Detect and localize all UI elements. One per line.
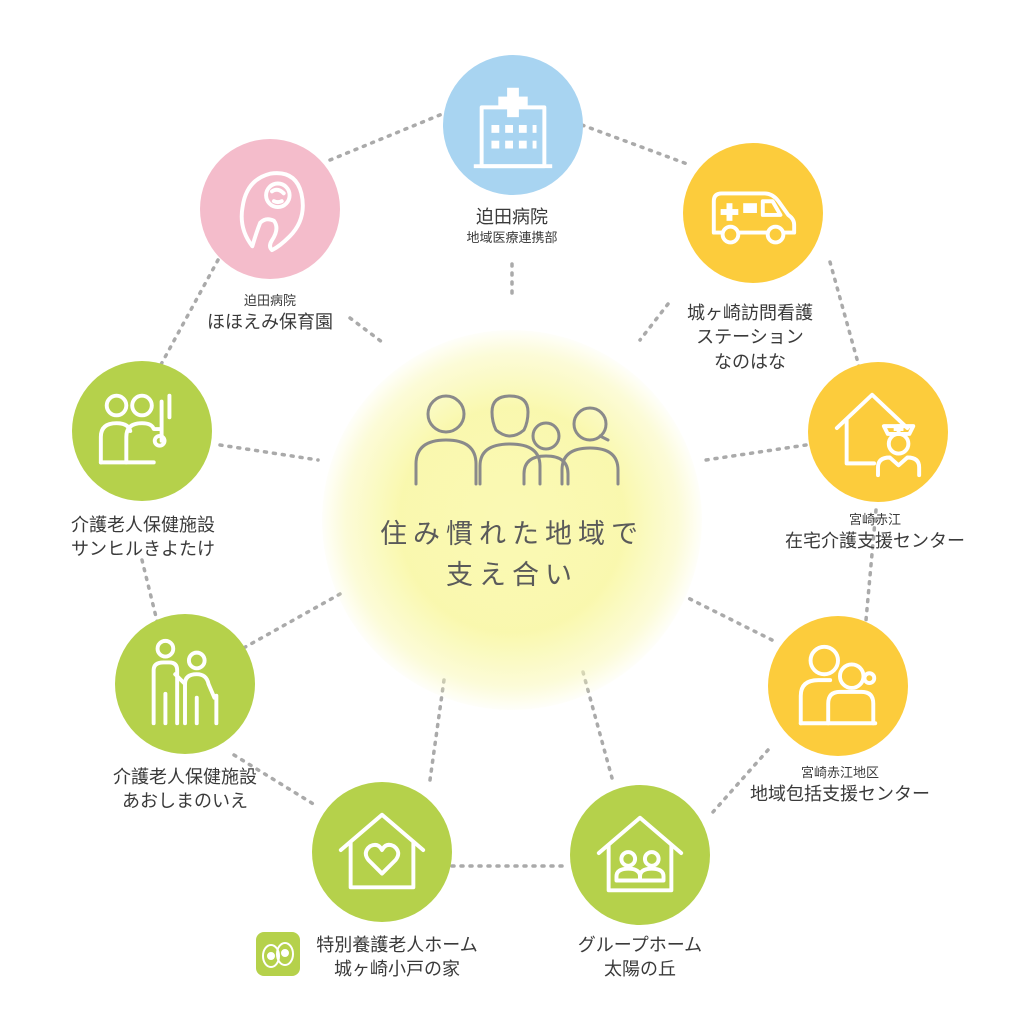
walking-assist-icon bbox=[151, 638, 219, 726]
nurse-house-icon bbox=[834, 392, 922, 478]
node-sanhiru[interactable] bbox=[72, 361, 212, 501]
group-home-icon bbox=[596, 815, 684, 893]
label-community-support-sub: 宮崎赤江地区 bbox=[800, 766, 879, 781]
elderly-care-couple-icon bbox=[798, 644, 878, 726]
ring-link bbox=[828, 260, 862, 372]
center-glow bbox=[322, 330, 702, 710]
label-hospital-sub: 地域医療連携部 bbox=[466, 231, 558, 247]
hospital-building-icon bbox=[473, 87, 553, 169]
spoke-link bbox=[238, 592, 342, 652]
label-group-home-main: グループホーム bbox=[577, 935, 703, 956]
rehab-people-icon bbox=[98, 393, 172, 465]
label-home-care-support-sub: 宮崎赤江 bbox=[848, 513, 901, 528]
ring-link bbox=[580, 123, 692, 167]
label-visiting-nurse-main3: なのはな bbox=[714, 351, 786, 373]
facility-logo-icon bbox=[256, 932, 300, 976]
label-nursing-home: 特別養護老人ホーム 城ヶ崎小戸の家 bbox=[302, 934, 492, 983]
label-nursery-sub: 迫田病院 bbox=[243, 294, 296, 309]
node-aoshima[interactable] bbox=[115, 614, 255, 754]
ambulance-icon bbox=[711, 191, 797, 245]
center-title: 住み慣れた地域で 支え合い bbox=[362, 515, 662, 596]
label-aoshima: 介護老人保健施設 あおしまのいえ bbox=[90, 766, 280, 815]
label-community-support: 宮崎赤江地区 地域包括支援センター bbox=[735, 765, 945, 807]
center-title-line2: 支え合い bbox=[446, 559, 578, 591]
node-group-home[interactable] bbox=[570, 785, 710, 925]
node-visiting-nurse[interactable] bbox=[683, 143, 823, 283]
label-nursing-home-main2: 城ヶ崎小戸の家 bbox=[334, 959, 460, 981]
label-hospital: 迫田病院 地域医療連携部 bbox=[412, 206, 612, 248]
ring-link bbox=[864, 508, 878, 622]
node-home-care-support[interactable] bbox=[808, 362, 948, 502]
node-nursery[interactable] bbox=[200, 139, 340, 279]
spoke-link bbox=[638, 302, 670, 342]
spoke-link bbox=[704, 443, 808, 462]
label-nursing-home-main: 特別養護老人ホーム bbox=[316, 935, 478, 956]
node-community-support[interactable] bbox=[768, 616, 908, 756]
node-hospital[interactable] bbox=[443, 55, 583, 195]
label-sanhiru-main2: サンヒルきよたけ bbox=[71, 539, 215, 561]
heart-house-icon bbox=[338, 812, 426, 890]
label-nursery: 迫田病院 ほほえみ保育園 bbox=[185, 293, 355, 335]
label-aoshima-main2: あおしまのいえ bbox=[122, 791, 248, 813]
node-nursing-home[interactable] bbox=[312, 782, 452, 922]
label-nursery-main: ほほえみ保育園 bbox=[207, 311, 333, 333]
spoke-link bbox=[218, 443, 320, 462]
label-visiting-nurse-main2: ステーション bbox=[696, 327, 804, 349]
center-title-line1: 住み慣れた地域で bbox=[380, 519, 644, 550]
ring-link bbox=[328, 108, 454, 162]
label-community-support-main: 地域包括支援センター bbox=[750, 783, 930, 805]
label-group-home-main2: 太陽の丘 bbox=[604, 959, 676, 981]
ring-link bbox=[156, 258, 220, 372]
label-hospital-main: 迫田病院 bbox=[476, 207, 548, 228]
ring-link bbox=[140, 558, 160, 627]
label-home-care-support: 宮崎赤江 在宅介護支援センター bbox=[770, 512, 980, 554]
baby-icon bbox=[239, 171, 305, 253]
label-home-care-support-main: 在宅介護支援センター bbox=[785, 530, 965, 552]
spoke-link bbox=[682, 594, 774, 642]
family-group-icon bbox=[414, 394, 620, 486]
label-group-home: グループホーム 太陽の丘 bbox=[540, 934, 740, 983]
label-visiting-nurse: 城ヶ崎訪問看護 ステーション なのはな bbox=[660, 302, 840, 375]
label-sanhiru-main: 介護老人保健施設 bbox=[71, 515, 215, 536]
ring-link bbox=[232, 753, 317, 807]
label-aoshima-main: 介護老人保健施設 bbox=[113, 767, 257, 788]
label-visiting-nurse-main: 城ヶ崎訪問看護 bbox=[687, 303, 813, 324]
label-sanhiru: 介護老人保健施設 サンヒルきよたけ bbox=[48, 514, 238, 563]
spoke-link bbox=[348, 316, 384, 344]
